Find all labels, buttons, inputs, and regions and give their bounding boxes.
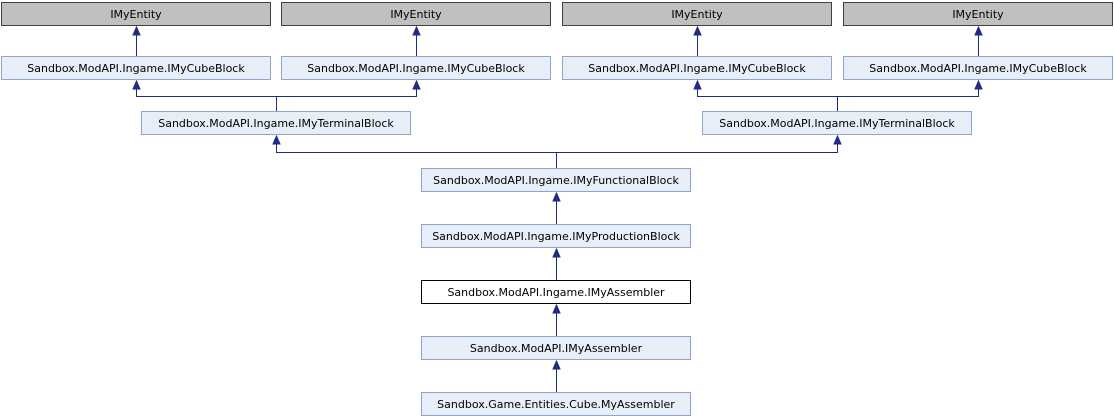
class-node-box xyxy=(421,280,691,304)
arrowhead xyxy=(693,79,702,90)
class-node[interactable]: Sandbox.ModAPI.Ingame.IMyCubeBlock xyxy=(281,56,551,80)
inheritance-edge xyxy=(837,88,979,111)
class-node-box xyxy=(1,2,271,26)
class-node[interactable]: Sandbox.ModAPI.Ingame.IMyCubeBlock xyxy=(843,56,1113,80)
class-node-label: Sandbox.ModAPI.Ingame.IMyProductionBlock xyxy=(432,230,680,243)
class-node-label: Sandbox.ModAPI.Ingame.IMyCubeBlock xyxy=(869,62,1087,75)
class-node-label: IMyEntity xyxy=(110,8,162,21)
class-node[interactable]: IMyEntity xyxy=(1,2,271,26)
arrowhead xyxy=(974,79,983,90)
class-node-box xyxy=(562,56,832,80)
class-node-box xyxy=(843,56,1113,80)
arrowhead xyxy=(552,191,561,202)
class-node-box xyxy=(562,2,832,26)
class-node[interactable]: Sandbox.ModAPI.IMyAssembler xyxy=(421,336,691,360)
edges-layer xyxy=(132,25,983,392)
class-node-label: Sandbox.ModAPI.Ingame.IMyTerminalBlock xyxy=(158,117,394,130)
class-node-label: Sandbox.ModAPI.Ingame.IMyCubeBlock xyxy=(27,62,245,75)
arrowhead xyxy=(412,79,421,90)
class-node[interactable]: IMyEntity xyxy=(562,2,832,26)
class-node-label: Sandbox.ModAPI.Ingame.IMyAssembler xyxy=(447,286,665,299)
class-node-box xyxy=(141,111,411,135)
arrowhead xyxy=(552,359,561,370)
class-node-box xyxy=(1,56,271,80)
arrowhead xyxy=(833,134,842,145)
class-node-label: Sandbox.ModAPI.IMyAssembler xyxy=(470,342,643,355)
class-node[interactable]: IMyEntity xyxy=(843,2,1113,26)
arrowhead xyxy=(693,25,702,36)
class-node-label: Sandbox.ModAPI.Ingame.IMyFunctionalBlock xyxy=(433,174,679,187)
class-node-box xyxy=(281,56,551,80)
class-node[interactable]: Sandbox.ModAPI.Ingame.IMyTerminalBlock xyxy=(141,111,411,135)
inheritance-edge xyxy=(276,143,557,168)
class-node-label: IMyEntity xyxy=(390,8,442,21)
class-node[interactable]: Sandbox.ModAPI.Ingame.IMyCubeBlock xyxy=(1,56,271,80)
class-node-box xyxy=(421,336,691,360)
arrowhead xyxy=(552,303,561,314)
class-node[interactable]: Sandbox.Game.Entities.Cube.MyAssembler xyxy=(421,392,691,416)
inheritance-edge xyxy=(556,143,838,168)
arrowhead xyxy=(412,25,421,36)
class-node-box xyxy=(843,2,1113,26)
class-node-box xyxy=(281,2,551,26)
class-node-label: IMyEntity xyxy=(952,8,1004,21)
arrowhead xyxy=(552,247,561,258)
class-node-label: Sandbox.ModAPI.Ingame.IMyCubeBlock xyxy=(307,62,525,75)
class-node-label: Sandbox.ModAPI.Ingame.IMyCubeBlock xyxy=(588,62,806,75)
class-node[interactable]: Sandbox.ModAPI.Ingame.IMyProductionBlock xyxy=(421,224,691,248)
class-node-box xyxy=(702,111,972,135)
class-node-label: Sandbox.Game.Entities.Cube.MyAssembler xyxy=(437,398,675,411)
arrowhead xyxy=(132,79,141,90)
class-node[interactable]: Sandbox.ModAPI.Ingame.IMyCubeBlock xyxy=(562,56,832,80)
class-node-box xyxy=(421,224,691,248)
inheritance-edge xyxy=(136,88,277,111)
class-node[interactable]: Sandbox.ModAPI.Ingame.IMyTerminalBlock xyxy=(702,111,972,135)
class-node-label: IMyEntity xyxy=(671,8,723,21)
class-node-box xyxy=(421,168,691,192)
class-node[interactable]: Sandbox.ModAPI.Ingame.IMyAssembler xyxy=(421,280,691,304)
arrowhead xyxy=(272,134,281,145)
inheritance-edge xyxy=(697,88,838,111)
class-node-label: Sandbox.ModAPI.Ingame.IMyTerminalBlock xyxy=(719,117,955,130)
arrowhead xyxy=(132,25,141,36)
class-node[interactable]: IMyEntity xyxy=(281,2,551,26)
class-node[interactable]: Sandbox.ModAPI.Ingame.IMyFunctionalBlock xyxy=(421,168,691,192)
arrowhead xyxy=(974,25,983,36)
inheritance-edge xyxy=(276,88,417,111)
